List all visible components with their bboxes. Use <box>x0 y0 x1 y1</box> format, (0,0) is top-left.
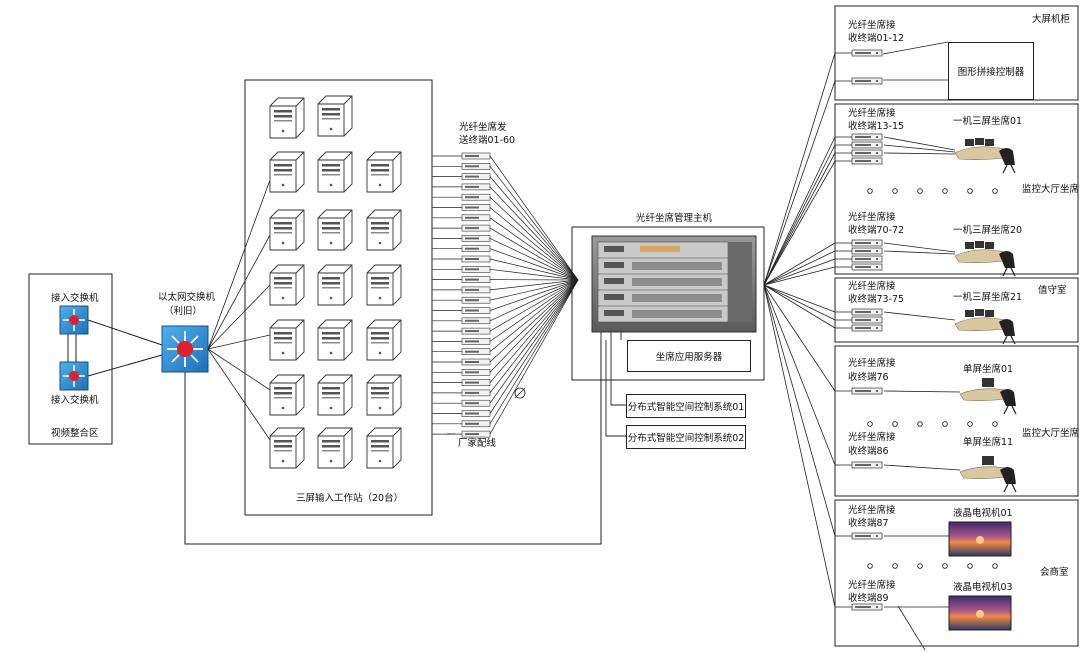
hall-a-seat1-label: 一机三屏坐席01 <box>953 116 1023 127</box>
seat-icon <box>959 455 1017 493</box>
receiver-terminal-icon <box>851 77 883 85</box>
receiver-terminal-icon <box>851 387 883 395</box>
receiver-terminal-icon <box>851 263 883 271</box>
receiver-terminal-icon <box>851 461 883 469</box>
app-server-box: 坐席应用服务器 <box>627 340 751 372</box>
receiver-terminal-icon <box>851 157 883 165</box>
access-switch-top-label: 接入交换机 <box>51 293 99 304</box>
meeting-receiver2-sublabel: 收终端89 <box>848 593 889 604</box>
hall-a-seat2-label: 一机三屏坐席20 <box>953 225 1023 236</box>
sender-label: 光纤坐席发 <box>459 122 507 133</box>
seat-icon <box>954 137 1016 174</box>
splice-controller-box: 图形拼接控制器 <box>948 42 1034 100</box>
big-screen-receiver-label: 光纤坐席接 <box>848 20 896 31</box>
receiver-terminal-icon <box>851 141 883 149</box>
duty-room-receiver-label: 光纤坐席接 <box>848 281 896 292</box>
hall-a-title: 监控大厅坐席 <box>1022 184 1080 195</box>
meeting-receiver2-label: 光纤坐席接 <box>848 580 896 591</box>
workstation-caption: 三屏输入工作站（20台） <box>296 493 404 504</box>
duty-room-receiver-sublabel: 收终端73-75 <box>848 294 905 305</box>
sender-sublabel: 送终端01-60 <box>459 135 516 146</box>
access-switch-top-icon <box>59 305 89 335</box>
receiver-terminal-icon <box>851 316 883 324</box>
duty-room-seat-label: 一机三屏坐席21 <box>953 292 1023 303</box>
ethernet-switch-sublabel: （利旧） <box>164 306 203 317</box>
control-system-02-box: 分布式智能空间控制系统02 <box>626 425 746 449</box>
receiver-terminal-icon <box>851 532 883 540</box>
tv-icon <box>948 521 1012 557</box>
access-switch-bottom-label: 接入交换机 <box>51 395 99 406</box>
receiver-terminal-icon <box>851 255 883 263</box>
receiver-terminal-icon <box>851 324 883 332</box>
hall-a-receiver1-sublabel: 收终端13-15 <box>848 121 905 132</box>
access-switch-bottom-icon <box>59 361 89 391</box>
host-label: 光纤坐席管理主机 <box>636 213 713 224</box>
seat-icon <box>954 308 1016 345</box>
big-screen-receiver-sublabel: 收终端01-12 <box>848 33 905 44</box>
hall-b-receiver2-label: 光纤坐席接 <box>848 432 896 443</box>
meeting-receiver1-sublabel: 收终端87 <box>848 518 889 529</box>
duty-room-title: 值守室 <box>1038 285 1067 296</box>
sender-terminals <box>432 152 579 438</box>
hall-b-seat1-label: 单屏坐席01 <box>963 364 1014 375</box>
workstation-servers <box>269 95 402 469</box>
ethernet-switch-icon <box>161 325 209 373</box>
ethernet-switch-label: 以太网交换机 <box>158 292 216 303</box>
receiver-terminal-icon <box>851 247 883 255</box>
meeting-title: 会商室 <box>1040 567 1069 578</box>
receiver-terminal-icon <box>851 49 883 57</box>
hall-a-receiver2-sublabel: 收终端70-72 <box>848 225 905 236</box>
receiver-terminal-icon <box>851 308 883 316</box>
meeting-receiver1-label: 光纤坐席接 <box>848 505 896 516</box>
tv-icon <box>948 595 1012 631</box>
hall-b-title: 监控大厅坐席 <box>1022 428 1080 439</box>
seat-icon <box>954 240 1016 277</box>
hall-a-receiver2-label: 光纤坐席接 <box>848 212 896 223</box>
hall-b-receiver1-label: 光纤坐席接 <box>848 358 896 369</box>
hall-b-seat2-label: 单屏坐席11 <box>963 437 1014 448</box>
seat-icon <box>959 377 1017 415</box>
meeting-tv1-label: 液晶电视机01 <box>953 508 1013 519</box>
hall-a-receiver1-label: 光纤坐席接 <box>848 108 896 119</box>
vendor-wiring-label: 厂家配线 <box>458 438 497 449</box>
meeting-tv2-label: 液晶电视机03 <box>953 582 1013 593</box>
receiver-terminal-icon <box>851 239 883 247</box>
video-zone-label: 视频整合区 <box>51 428 99 439</box>
control-system-01-box: 分布式智能空间控制系统01 <box>626 394 746 418</box>
hall-b-receiver1-sublabel: 收终端76 <box>848 372 889 383</box>
management-host-chassis <box>591 235 757 333</box>
hall-b-receiver2-sublabel: 收终端86 <box>848 446 889 457</box>
receiver-terminal-icon <box>851 133 883 141</box>
receiver-terminal-icon <box>851 149 883 157</box>
big-screen-title: 大屏机柜 <box>1032 14 1071 25</box>
